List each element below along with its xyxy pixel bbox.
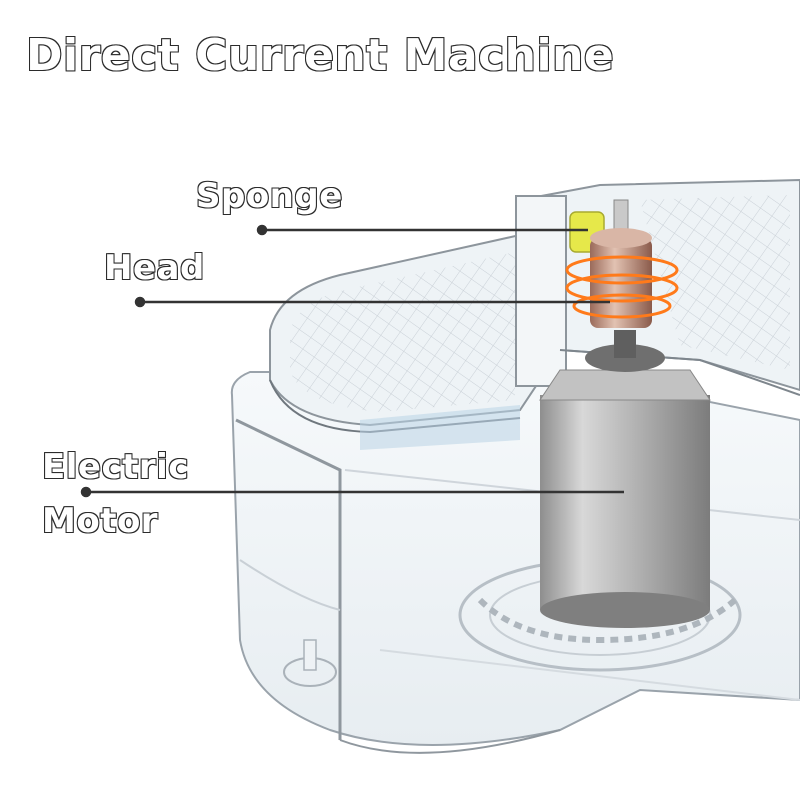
leader-lines bbox=[80, 224, 624, 498]
electric-motor-label-line2: Motor bbox=[41, 500, 159, 542]
diagram-title: Direct Current Machine bbox=[25, 29, 615, 82]
head-leader-dot bbox=[134, 296, 146, 308]
electric-motor-label-line1: Electric bbox=[41, 446, 189, 488]
sponge-label: Sponge bbox=[195, 175, 343, 217]
electric-motor-label: Electric Motor bbox=[41, 440, 189, 548]
electric-motor-part bbox=[539, 330, 711, 628]
sponge-leader-dot bbox=[256, 224, 268, 236]
head-label: Head bbox=[103, 247, 205, 289]
motor-leader-dot bbox=[80, 486, 92, 498]
head-part bbox=[565, 199, 679, 328]
spring-coil bbox=[565, 255, 679, 319]
